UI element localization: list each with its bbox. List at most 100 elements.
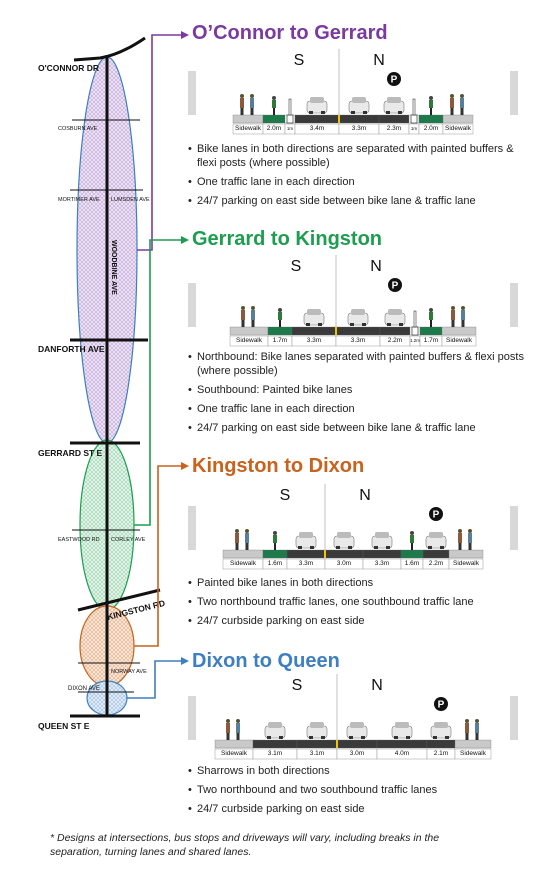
section-bullets: Bike lanes in both directions are separa… <box>188 142 528 213</box>
lane-park <box>379 326 411 336</box>
lane-lane <box>286 549 326 559</box>
pedestrian-body <box>251 310 255 320</box>
lane-width-label: 3.3m <box>299 560 313 567</box>
car-window <box>395 722 409 728</box>
bike-wheel <box>430 108 432 115</box>
bullet-item: Two northbound and two southbound traffi… <box>188 783 528 797</box>
cyclist-head <box>429 96 433 100</box>
bullet-item: Bike lanes in both directions are separa… <box>188 142 528 170</box>
bullet-item: One traffic lane in each direction <box>188 175 528 189</box>
pedestrian-head <box>475 719 479 723</box>
direction-south: S <box>280 487 291 504</box>
lane-label-box <box>448 558 484 570</box>
pedestrian-body <box>236 723 240 733</box>
car-wheel <box>406 736 410 739</box>
car-window <box>388 309 402 315</box>
lane-sw <box>229 326 269 336</box>
car-wheel <box>399 323 403 326</box>
lane-width-label: 3.4m <box>310 125 324 132</box>
cyclist-head <box>272 96 276 100</box>
connector-green <box>134 239 183 526</box>
lane-park <box>426 739 456 749</box>
pedestrian-legs <box>240 108 244 115</box>
lane-width-label: Sidewalk <box>221 750 248 757</box>
pedestrian-head <box>465 719 469 723</box>
pedestrian-head <box>251 306 255 310</box>
bullet-item: One traffic lane in each direction <box>188 402 528 416</box>
arrowhead-blue <box>181 657 189 665</box>
pedestrian-legs <box>245 543 249 550</box>
car-window <box>434 722 448 728</box>
car-wheel <box>279 736 283 739</box>
pedestrian-legs <box>236 733 240 740</box>
lane-bike <box>262 114 286 124</box>
pedestrian-head <box>458 529 462 533</box>
lane-width-label: Sidewalk <box>236 337 263 344</box>
cyclist-body <box>278 312 282 320</box>
bike-wheel <box>274 543 276 550</box>
label-oconnor: O'CONNOR DR <box>38 63 99 73</box>
lane-lane <box>296 739 338 749</box>
label-cosburn: COSBURN AVE <box>58 126 98 132</box>
car-wheel <box>318 323 322 326</box>
car-window <box>350 722 364 728</box>
pedestrian-head <box>245 529 249 533</box>
bike-wheel <box>411 543 413 550</box>
building <box>188 506 196 550</box>
car-wheel <box>387 323 391 326</box>
cyclist-body <box>429 312 433 320</box>
car-wheel <box>398 111 402 114</box>
building <box>510 506 518 550</box>
pedestrian-head <box>450 94 454 98</box>
bullet-item: Northbound: Bike lanes separated with pa… <box>188 350 528 378</box>
bullet-item: Sharrows in both directions <box>188 764 528 778</box>
lane-bike <box>262 549 288 559</box>
building <box>188 71 196 115</box>
parking-sign-label: P <box>433 510 440 521</box>
pedestrian-legs <box>451 320 455 327</box>
car-wheel <box>349 736 353 739</box>
pedestrian-body <box>450 98 454 108</box>
cyclist-head <box>278 308 282 312</box>
direction-north: N <box>371 677 383 694</box>
cyclist-body <box>429 100 433 108</box>
connector-purple <box>137 34 183 251</box>
pedestrian-legs <box>468 543 472 550</box>
section-bullets: Northbound: Bike lanes separated with pa… <box>188 350 528 440</box>
pedestrian-head <box>240 94 244 98</box>
lane-width-label: 2.0m <box>424 125 438 132</box>
lane-bike <box>419 326 443 336</box>
cyclist-body <box>410 535 414 543</box>
pedestrian-body <box>235 533 239 543</box>
bike-wheel <box>430 320 432 327</box>
painted-buffer <box>410 114 418 124</box>
car-wheel <box>310 546 314 549</box>
arrowhead-purple <box>181 31 189 39</box>
painted-buffer <box>286 114 294 124</box>
pedestrian-legs <box>475 733 479 740</box>
pedestrian-body <box>240 98 244 108</box>
section-title: Dixon to Queen <box>192 650 340 672</box>
painted-buffer <box>411 326 419 336</box>
pedestrian-head <box>226 719 230 723</box>
pedestrian-head <box>451 306 455 310</box>
pedestrian-legs <box>458 543 462 550</box>
arrowhead-green <box>181 236 189 244</box>
connector-orange <box>134 465 183 647</box>
car-window <box>310 97 324 103</box>
car-wheel <box>350 323 354 326</box>
lane-width-label: 2.0m <box>267 125 281 132</box>
lane-width-label: Sidewalk <box>460 750 487 757</box>
parking-sign-label: P <box>438 700 445 711</box>
lane-bike <box>400 549 424 559</box>
car-wheel <box>440 546 444 549</box>
label-queen: QUEEN ST E <box>38 721 90 731</box>
car-wheel <box>348 546 352 549</box>
lane-sw <box>441 326 477 336</box>
lane-lane <box>252 739 298 749</box>
